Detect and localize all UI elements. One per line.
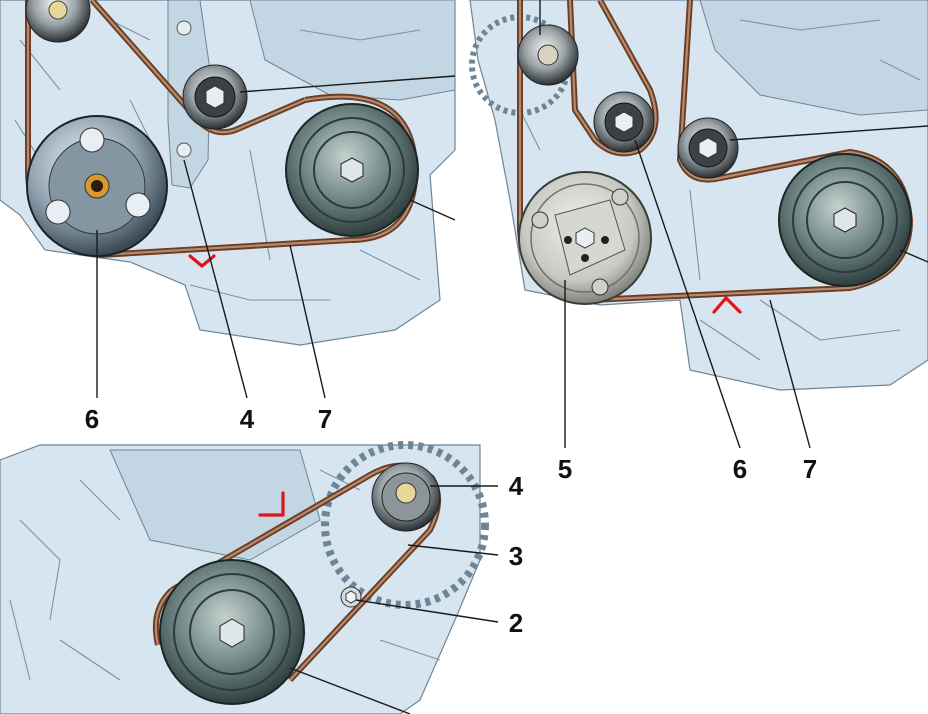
clutch-rivet-icon: [531, 211, 549, 229]
leader-line: [769, 299, 811, 449]
pulley-groove-icon: [173, 573, 291, 691]
idler-nut-icon: [698, 137, 718, 159]
pulley-groove-icon: [806, 181, 884, 259]
pulley-groove-icon: [299, 117, 405, 223]
callout-label: 4: [509, 471, 524, 501]
callout-label: 6: [85, 404, 99, 434]
pulley-nut-icon: [340, 157, 364, 183]
panel-bottom: 4 3 2: [0, 441, 524, 714]
idler-hub-icon: [395, 482, 417, 504]
flywheel-teeth-icon: [321, 441, 489, 609]
bracket-bolt-lower-icon: [176, 142, 192, 158]
leader-line: [289, 244, 326, 399]
leader-line: [239, 75, 456, 93]
leader-line: [183, 159, 248, 399]
idler-hub-icon: [537, 44, 559, 66]
idler-hub-icon: [48, 0, 68, 20]
pulley-nut-icon: [219, 618, 245, 648]
leader-line: [729, 125, 928, 141]
callout-label: 7: [318, 404, 332, 434]
damper-hole-icon: [79, 127, 105, 153]
tensioner-nut-icon: [614, 111, 634, 133]
leader-line: [899, 249, 928, 263]
callout-label: 2: [509, 608, 523, 638]
leader-line: [289, 667, 411, 714]
bolt-head-icon: [345, 590, 357, 604]
clutch-ring-icon: [530, 183, 640, 293]
clutch-nut-icon: [575, 227, 595, 249]
damper-hole-icon: [125, 192, 151, 218]
clutch-rivet-icon: [611, 188, 629, 206]
damper-hole-icon: [45, 199, 71, 225]
bracket-bolt-icon: [176, 20, 192, 36]
clutch-hole-icon: [564, 236, 572, 244]
pulley-groove-icon: [313, 131, 391, 209]
clutch-hole-icon: [601, 236, 609, 244]
panel-top-right: 5 6 7: [469, 0, 928, 484]
engine-detail-lines-top-right: [519, 19, 921, 361]
panel-top-left: 6 4 7: [0, 0, 456, 434]
tensioner-nut-icon: [205, 85, 225, 109]
callout-label: 7: [803, 454, 817, 484]
leader-line: [634, 139, 741, 449]
callout-label: 6: [733, 454, 747, 484]
leader-line: [355, 599, 499, 623]
belt-direction-arrow-icon: [258, 491, 285, 517]
pulley-nut-icon: [833, 207, 857, 233]
engine-cover-top-left: [249, 0, 456, 101]
leader-line: [409, 199, 456, 221]
idler-pulley-icon: [25, 0, 91, 43]
callout-label: 4: [240, 404, 255, 434]
belt-direction-arrow-icon: [712, 296, 742, 314]
engine-cover-top-right: [699, 0, 928, 116]
clutch-hole-icon: [581, 254, 589, 262]
callout-label: 5: [558, 454, 572, 484]
clutch-rivet-icon: [591, 278, 609, 296]
damper-bolt-center-icon: [91, 180, 103, 192]
callout-label: 3: [509, 541, 523, 571]
leader-line: [407, 544, 499, 556]
pulley-groove-icon: [189, 589, 275, 675]
engine-detail-lines-bottom: [9, 469, 441, 681]
pulley-groove-icon: [792, 167, 898, 273]
